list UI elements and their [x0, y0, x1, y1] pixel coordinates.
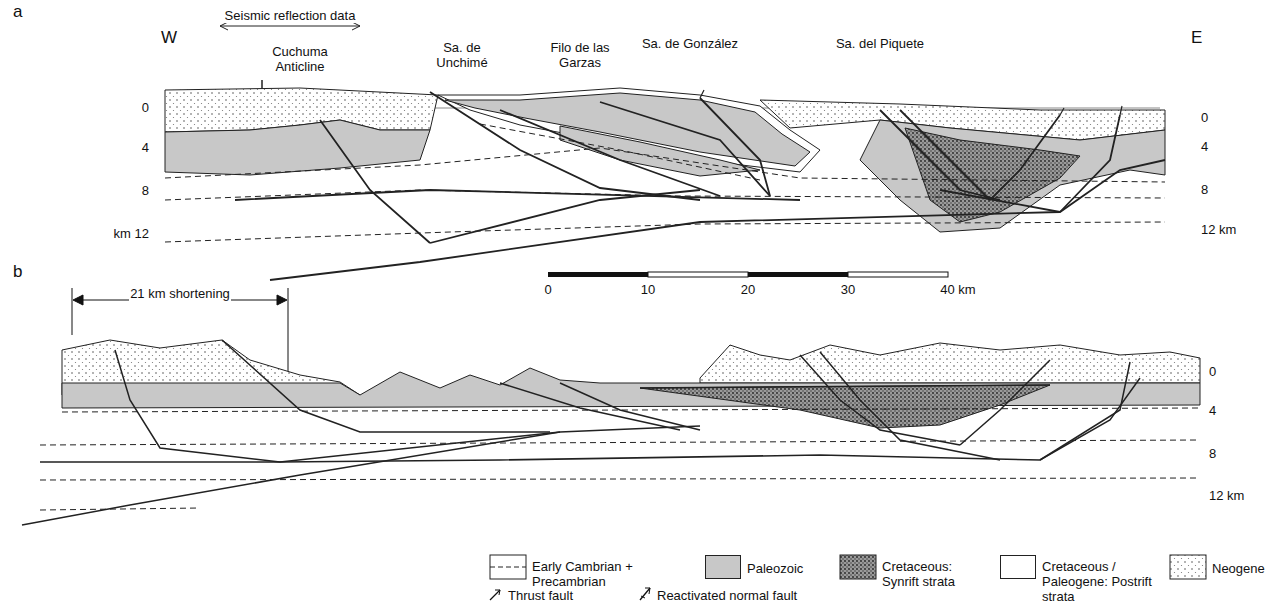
legend-text: Cretaceous / Paleogene: Postrift strata: [1042, 559, 1162, 604]
section-label: 40 km: [939, 282, 976, 297]
section-label: Seismic reflection data: [224, 8, 357, 23]
section-label: 8: [141, 183, 150, 198]
legend-text: Neogene: [1212, 561, 1265, 576]
section-label: 8: [1208, 446, 1217, 461]
section-label: 8: [1200, 182, 1209, 197]
section-label: 12 km: [1208, 488, 1245, 503]
section-label: Sa. de González: [641, 36, 739, 51]
legend-text: Cretaceous: Synrift strata: [882, 559, 992, 589]
section-label: 30: [840, 282, 856, 297]
section-label: 10: [640, 282, 656, 297]
legend-text: Paleozoic: [747, 561, 803, 576]
section-label: 4: [141, 140, 150, 155]
legend-text: Early Cambrian + Precambrian: [532, 559, 652, 589]
section-label: 12 km: [1200, 222, 1237, 237]
legend-swatch: [705, 555, 741, 579]
section-label: Sa. de Unchimé: [421, 40, 503, 70]
section-label: 0: [141, 100, 150, 115]
section-label: 0: [1208, 364, 1217, 379]
section-label: 0: [543, 282, 552, 297]
legend-text: Reactivated normal fault: [657, 588, 797, 603]
section-label: 20: [740, 282, 756, 297]
section-label: Filo de las Garzas: [539, 40, 621, 70]
section-label: 4: [1200, 139, 1209, 154]
legend-swatch: [1000, 555, 1036, 579]
section-label: Sa. del Piquete: [835, 36, 925, 51]
section-label: 0: [1200, 110, 1209, 125]
legend-text: Thrust fault: [508, 588, 573, 603]
scale-bar: [548, 272, 948, 277]
section-b: [22, 340, 1200, 525]
section-label: E: [1190, 30, 1203, 45]
section-label: 4: [1208, 403, 1217, 418]
section-label: km 12: [113, 226, 150, 241]
section-label: a: [12, 4, 23, 19]
section-a: [165, 22, 1165, 280]
section-label: Cuchuma Anticline: [264, 44, 336, 74]
section-label: b: [12, 264, 23, 279]
section-label: W: [160, 30, 178, 45]
section-label: 21 km shortening: [129, 286, 231, 301]
